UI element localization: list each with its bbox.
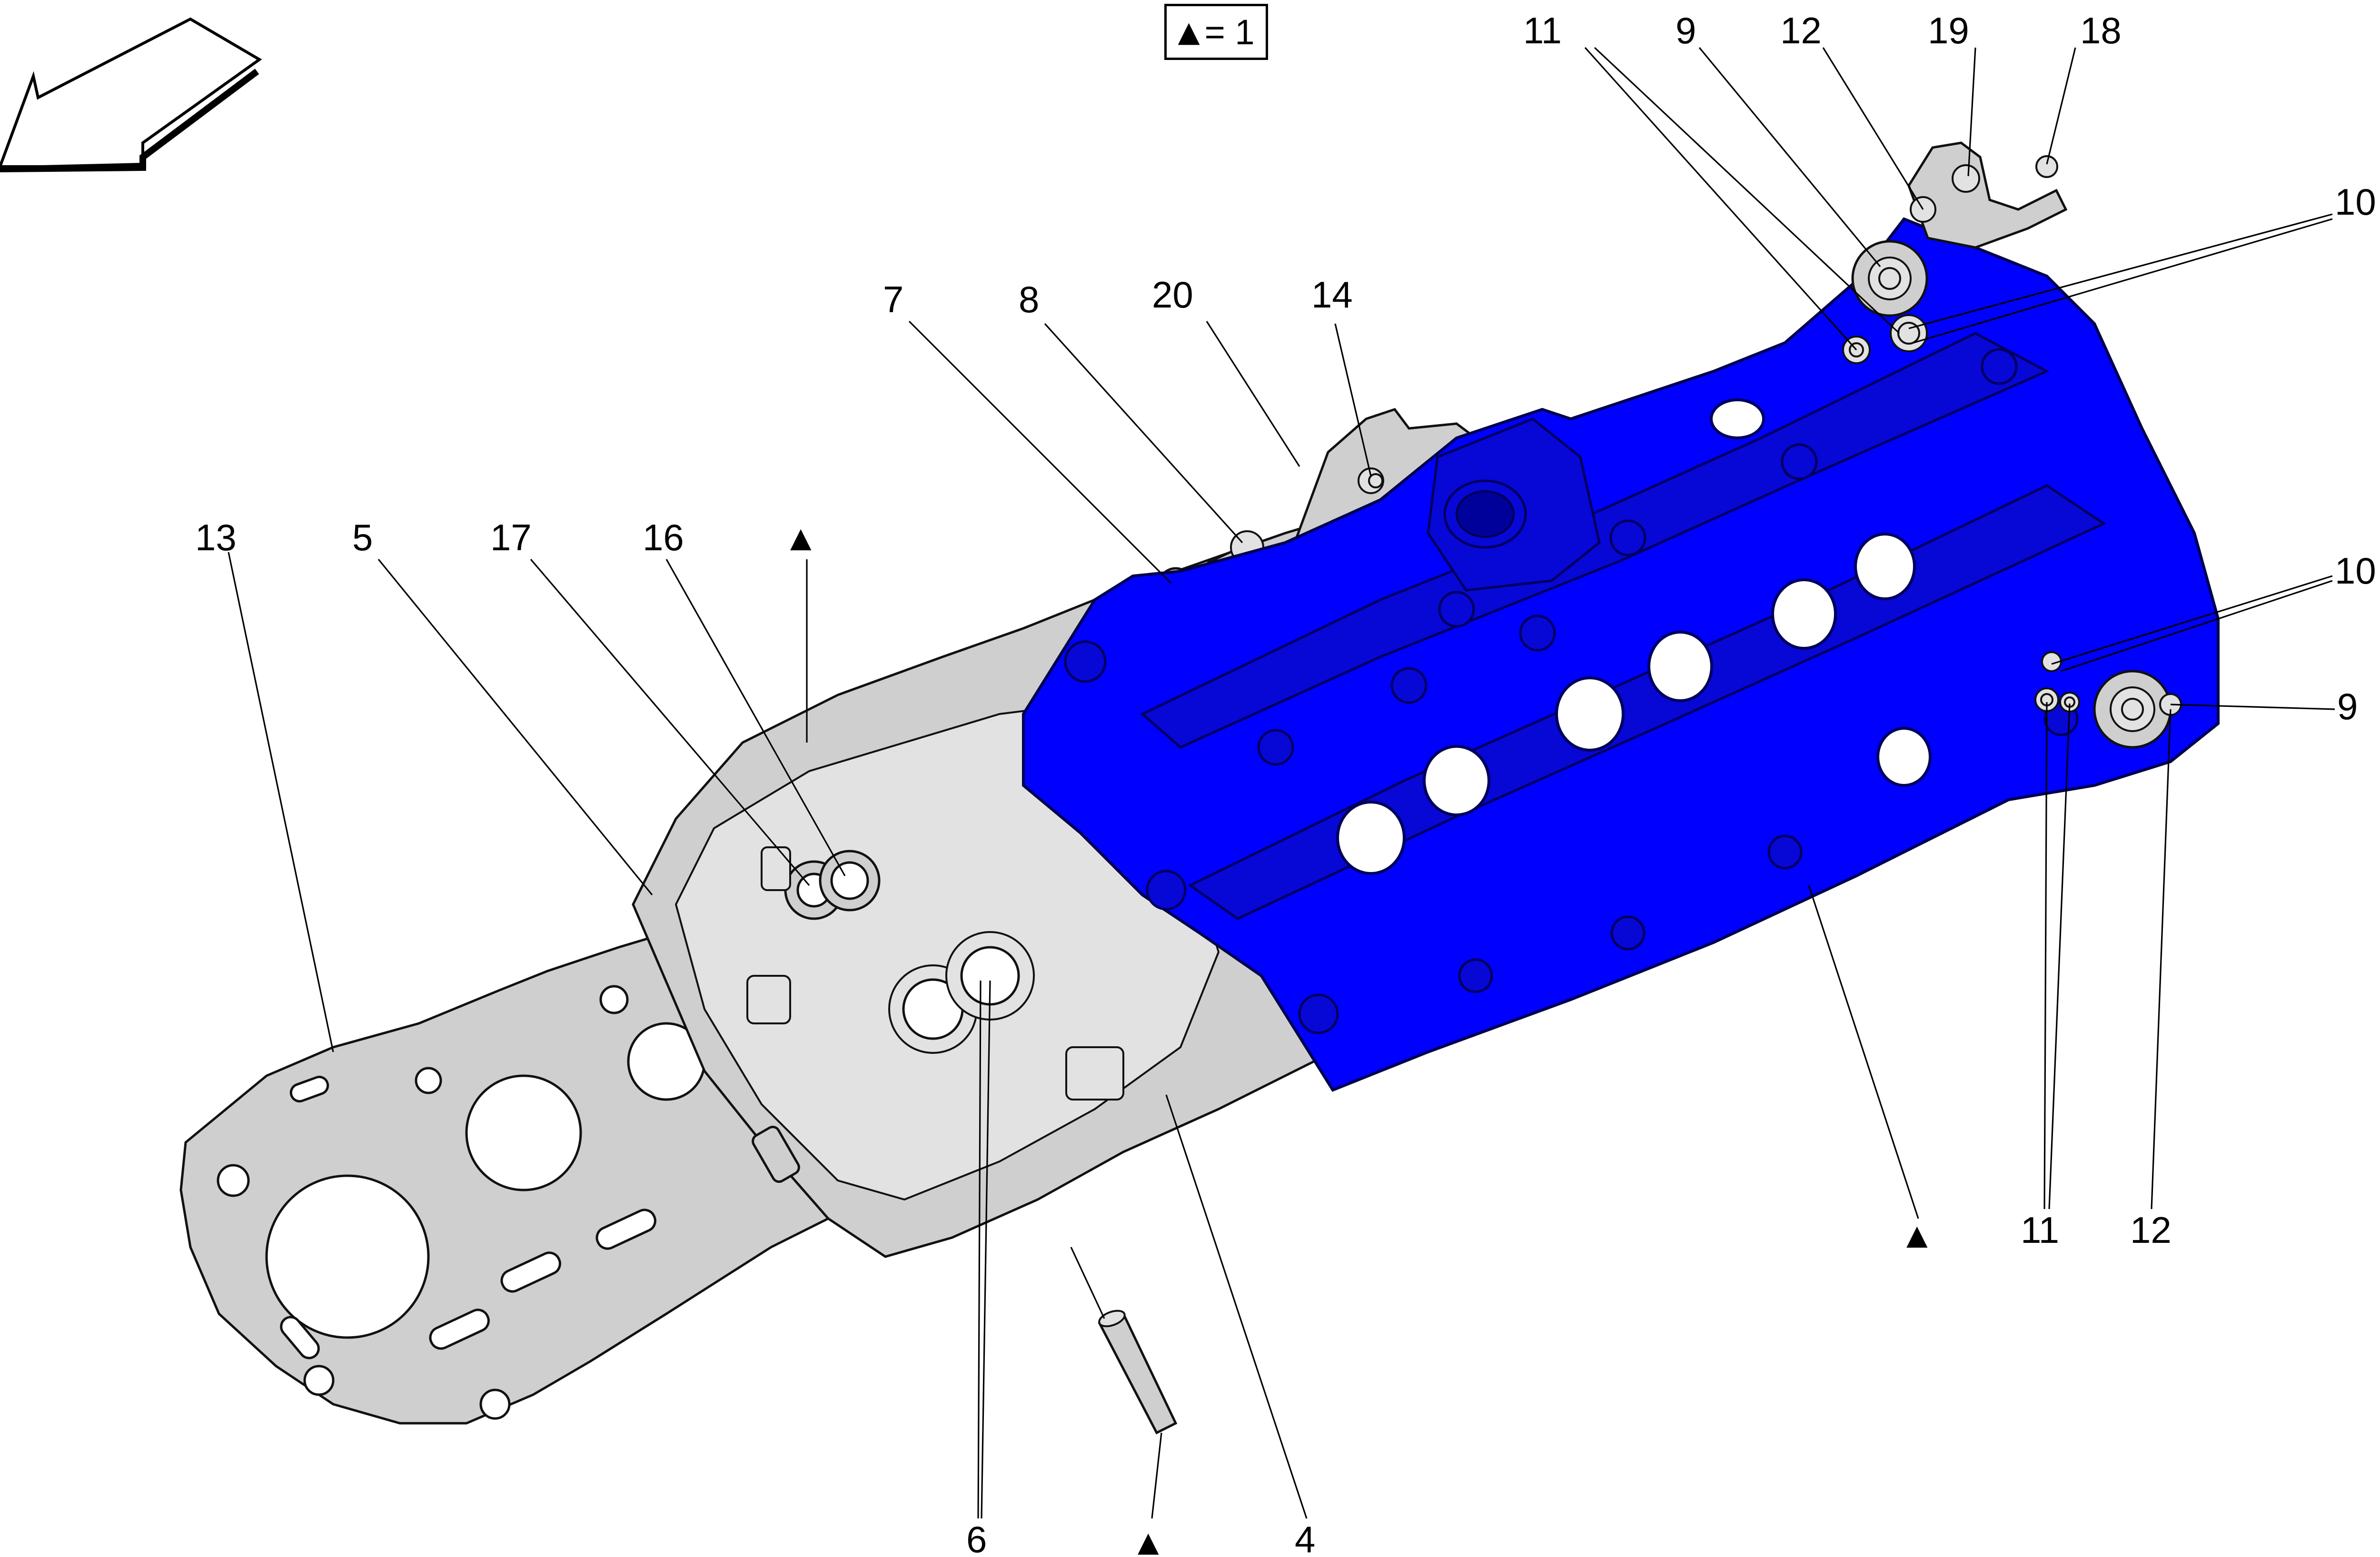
callout-5: 5 [352, 516, 373, 558]
callout-12-bottom: 12 [2130, 1209, 2172, 1251]
callout-18: 18 [2080, 10, 2122, 51]
actuator-right [2034, 651, 2182, 749]
callout-7: 7 [883, 278, 904, 320]
solenoid-bracket-top [1842, 141, 2068, 364]
callout-11-top: 11 [1523, 10, 1562, 51]
callout-4: 4 [1295, 1518, 1316, 1557]
legend-text: = 1 [1204, 12, 1255, 52]
direction-arrow-icon [0, 17, 262, 172]
callout-19: 19 [1928, 10, 1969, 51]
triangle-marker-right: ▲ [1906, 1219, 1928, 1251]
callout-13: 13 [195, 516, 237, 558]
callout-6: 6 [966, 1518, 987, 1557]
callout-11-bottom: 11 [2021, 1209, 2059, 1251]
legend-marker: ▲ [1178, 15, 1200, 49]
legend-box: ▲ = 1 [1164, 4, 1268, 60]
leader-lines [228, 47, 2335, 1519]
triangle-marker-bottom: ▲ [1138, 1526, 1159, 1557]
callout-10-top: 10 [2335, 181, 2376, 223]
callout-17: 17 [490, 516, 532, 558]
cylinder-head-highlighted [1022, 217, 2220, 1092]
dowel-pin [1098, 1309, 1178, 1435]
head-gasket [179, 932, 839, 1425]
callout-14: 14 [1311, 274, 1353, 316]
triangle-marker-top: ▲ [790, 521, 812, 554]
callout-16: 16 [643, 516, 684, 558]
callout-9-right: 9 [2337, 685, 2358, 727]
callout-10-mid: 10 [2335, 550, 2376, 592]
callout-12-top: 12 [1780, 10, 1822, 51]
callout-8: 8 [1019, 278, 1040, 320]
callout-9-top: 9 [1676, 10, 1696, 51]
callout-20: 20 [1152, 274, 1193, 316]
